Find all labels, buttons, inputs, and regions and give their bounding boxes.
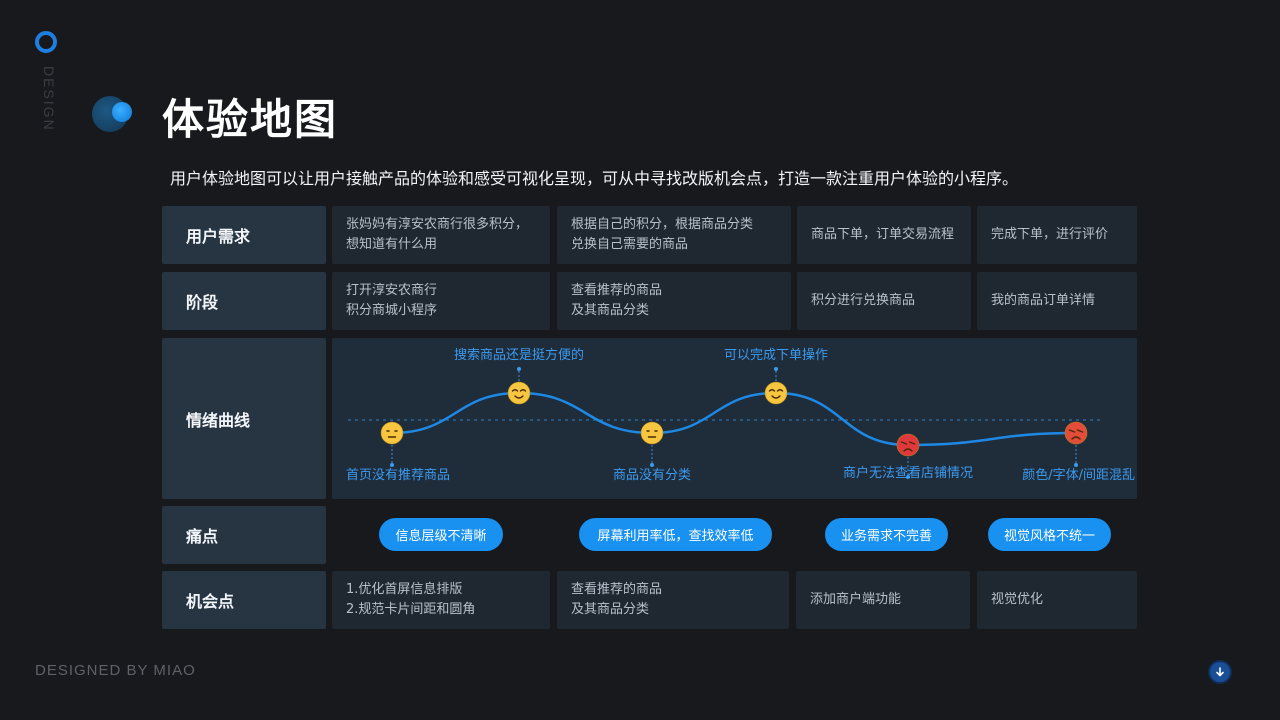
point-dot [390,463,394,467]
row-label-stage: 阶段 [162,272,326,330]
emoji-happy-icon [764,381,788,405]
row-label-pain: 痛点 [162,506,326,564]
page-title: 体验地图 [162,95,339,144]
emotion-curve-line [391,391,1077,447]
pain-pill-2: 屏幕利用率低，查找效率低 [579,518,772,551]
pain-pill-4: 视觉风格不统一 [988,518,1111,551]
opportunity-cell-4: 视觉优化 [977,571,1137,629]
emotion-point-label: 商品没有分类 [613,468,691,483]
opportunity-cell-2: 查看推荐的商品 及其商品分类 [557,571,789,629]
pain-pill-3: 业务需求不完善 [825,518,948,551]
emotion-point-label: 可以完成下单操作 [724,347,828,363]
needs-cell-2: 根据自己的积分，根据商品分类 兑换自己需要的商品 [557,206,791,264]
pain-pill-1: 信息层级不清晰 [379,518,503,551]
emotion-point-label: 搜索商品还是挺方便的 [454,347,584,363]
needs-cell-4: 完成下单，进行评价 [977,206,1137,264]
title-bubble-icon [92,96,132,136]
stage-cell-4: 我的商品订单详情 [977,272,1137,330]
point-dot [650,463,654,467]
emoji-neutral-icon [380,421,404,445]
needs-cell-3: 商品下单，订单交易流程 [797,206,971,264]
point-dot [517,367,521,371]
emotion-curve-panel: 首页没有推荐商品 搜索商品还是挺方便的商品没有分类 可以完成下单操作商户无法查看店铺… [332,338,1137,499]
emotion-point-label: 颜色/字体/间距混乱 [1022,467,1135,483]
page-subtitle: 用户体验地图可以让用户接触产品的体验和感受可视化呈现，可从中寻找改版机会点，打造… [170,169,1019,188]
arrow-down-glyph [1216,667,1224,677]
stage-cell-3: 积分进行兑换商品 [797,272,971,330]
brand-vertical-text: DESIGN [41,66,57,132]
stage-cell-1: 打开淳安农商行 积分商城小程序 [332,272,550,330]
point-dot [774,367,778,371]
emoji-happy-icon [507,381,531,405]
row-label-emotion: 情绪曲线 [162,338,326,499]
arrow-down-circle-icon[interactable] [1210,662,1230,682]
footer-credit: DESIGNED BY MIAO [35,662,196,679]
point-dot [906,475,910,479]
emotion-point-label: 商户无法查看店铺情况 [843,465,973,481]
emoji-sad-icon [896,433,920,457]
opportunity-cell-3: 添加商户端功能 [796,571,970,629]
row-label-needs: 用户需求 [162,206,326,264]
row-label-opportunity: 机会点 [162,571,326,629]
point-dot [1074,463,1078,467]
emoji-neutral-icon [640,421,664,445]
emoji-angry-icon [1064,421,1088,445]
stage-cell-2: 查看推荐的商品 及其商品分类 [557,272,791,330]
emotion-point-label: 首页没有推荐商品 [346,468,450,483]
opportunity-cell-1: 1.优化首屏信息排版 2.规范卡片间距和圆角 [332,571,550,629]
needs-cell-1: 张妈妈有淳安农商行很多积分， 想知道有什么用 [332,206,550,264]
brand-ring-icon [35,31,57,53]
